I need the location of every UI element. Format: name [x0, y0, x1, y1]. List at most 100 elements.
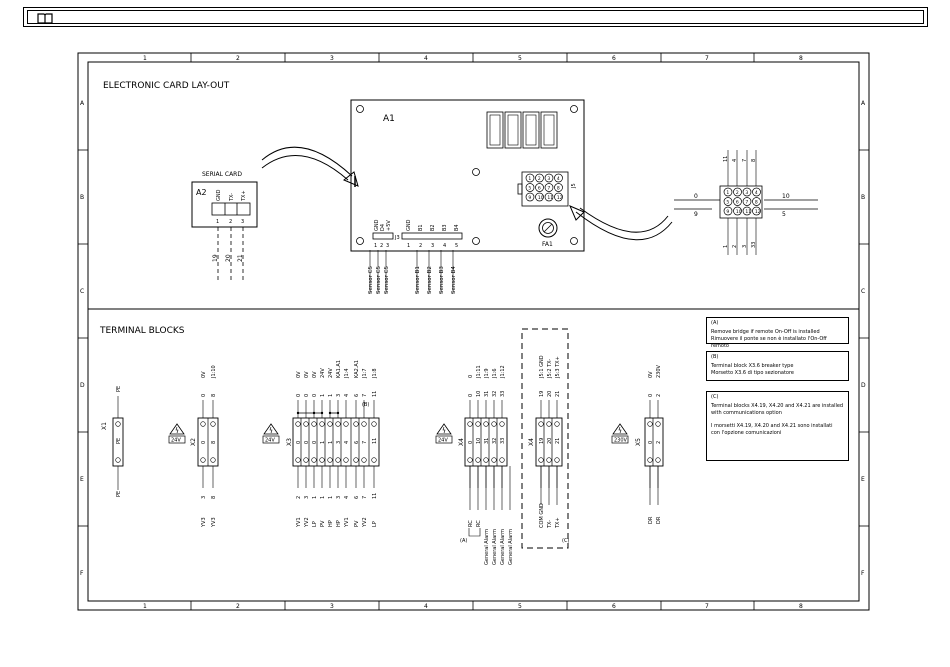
x2-bottom-num-1: 3	[201, 496, 207, 499]
x3-top-num-8: 6	[354, 394, 360, 397]
x3-top-label-6: KA1.A1	[336, 360, 342, 378]
x4-top-label-5: J1:12	[500, 365, 506, 379]
grid-row-right-C: C	[861, 288, 865, 295]
x3-bottom-label-8: PV	[354, 520, 360, 527]
detail-pin	[752, 197, 761, 206]
main-connector-pin-label: 8	[557, 186, 560, 192]
x2-bottom-num-2: 8	[211, 496, 217, 499]
serial-num-2: 2	[229, 219, 232, 225]
x4-bottom-label-2: RC	[476, 520, 482, 527]
x3-bottom-num-6: 3	[336, 496, 342, 499]
j3-label: J3	[394, 235, 400, 241]
terminal-x5-mid-2: 2	[656, 441, 662, 444]
grid-row-right-F: F	[861, 570, 865, 577]
arrow-detail-to-card	[575, 211, 673, 241]
grid-ticks	[78, 53, 869, 610]
x4-bottom-label-1: RC	[468, 520, 474, 527]
terminal-x3-mid-3: 0	[312, 441, 318, 444]
fuse-label: FA1	[542, 241, 553, 248]
terminal-x3-mid-7: 4	[344, 441, 350, 444]
detail-pin	[723, 197, 733, 206]
x3-bottom-num-3: 1	[312, 496, 318, 499]
note-a-tag: (A)	[711, 320, 719, 326]
main-connector-pin-label: 6	[538, 186, 541, 192]
note-b-tag: (B)	[711, 354, 719, 360]
x4-comm-bottom-label-1: COM GND	[539, 503, 545, 528]
detail-right-top: 10	[782, 193, 790, 200]
note-a: (A) Remove bridge if remote On-Off is in…	[706, 317, 849, 349]
detail-top-label-4: 8	[751, 159, 757, 162]
detail-pin-label: 12	[755, 209, 761, 215]
detail-pin-label: 4	[755, 190, 758, 196]
x5-top-label-2: 230V	[656, 364, 662, 378]
main-connector-pin-label: 3	[547, 176, 550, 182]
terminal-x3-ref: X3	[286, 438, 293, 446]
j5-label: J5	[571, 183, 577, 189]
note-a-line-2: Rimuovere il ponte se non è installato l…	[711, 336, 827, 349]
detail-pin	[742, 206, 752, 216]
x3-bottom-label-6: HP	[336, 520, 342, 527]
main-connector-pin	[554, 183, 563, 192]
x1-ref: X1	[101, 422, 108, 430]
x3-top-num-10: 11	[372, 391, 378, 397]
detail-pin-label: 1	[726, 190, 729, 196]
detail-pin	[752, 187, 761, 197]
x3-bottom-num-1: 2	[296, 496, 302, 499]
x4-top-label-4: J1:6	[492, 368, 498, 379]
grid-row-left-B: B	[80, 194, 84, 201]
detail-pin-label: 8	[755, 200, 758, 206]
x3-bottom-label-1: YV1	[296, 517, 302, 528]
x4-bottom-label-4: General Alarm	[492, 529, 498, 565]
grid-col-bottom-5: 5	[518, 603, 522, 610]
arrow-serial-to-card	[261, 146, 353, 177]
detail-pin	[752, 206, 761, 216]
x3-bottom-label-10: LP	[372, 521, 378, 527]
x4-comm-bottom-label-3: TX+	[555, 517, 561, 529]
terminal-x4-mid-1: 0	[468, 441, 474, 444]
terminal-x3-mid-8: 6	[354, 441, 360, 444]
b-num-2: 2	[419, 243, 422, 249]
grid-row-left-E: E	[80, 476, 84, 483]
b-num-4: 4	[443, 243, 446, 249]
grid-col-top-1: 1	[143, 55, 147, 62]
x3-top-num-3: 0	[312, 394, 318, 397]
grid-row-left-F: F	[80, 570, 84, 577]
note-b-line-1: Terminal block X3.6 breaker type	[711, 363, 794, 369]
x4-top-num-2: 10	[476, 391, 482, 397]
main-connector-pin-label: 9	[528, 195, 531, 201]
b-num-5: 5	[455, 243, 458, 249]
detail-pin-label: 11	[745, 209, 751, 215]
x3-top-num-2: 0	[304, 394, 310, 397]
terminal-x4-comm-mid-1: 19	[539, 438, 545, 444]
x3-bottom-num-10: 11	[372, 493, 378, 499]
serial-wire-20: 20	[225, 254, 232, 262]
main-connector-pin-label: 11	[547, 195, 553, 201]
serial-num-1: 1	[216, 219, 219, 225]
j3-pin-3: +5V	[386, 220, 392, 231]
terminal-x4-mid-2: 10	[476, 438, 482, 444]
x3-bottom-label-2: YV2	[304, 517, 310, 528]
x2-top-label-1: 0V	[201, 371, 207, 378]
b-num-3: 3	[431, 243, 434, 249]
b-num-1: 1	[407, 243, 410, 249]
x1-bottom: PE	[116, 491, 122, 497]
x4-top-label-3: J1:9	[484, 368, 490, 379]
terminal-x3-mid-9: 7	[362, 441, 368, 444]
main-connector-pin	[535, 183, 544, 192]
grid-col-top-5: 5	[518, 55, 522, 62]
x4-comm-note-ref: (C)	[562, 538, 569, 544]
x4-comm-top-label-3: J5:3 TX+	[555, 356, 561, 379]
note-c-line-1: Terminal blocks X4.19, X4.20 and X4.21 a…	[711, 403, 844, 409]
x3-top-label-1: 0V	[296, 371, 302, 378]
main-connector-pin	[525, 173, 535, 183]
x3-bottom-label-4: PV	[320, 520, 326, 527]
serial-wire-19: 19	[212, 254, 219, 262]
x4-voltage-warning: 24V	[435, 423, 453, 444]
x4-comm-top-num-1: 19	[539, 391, 545, 397]
inner-frame	[87, 61, 860, 602]
